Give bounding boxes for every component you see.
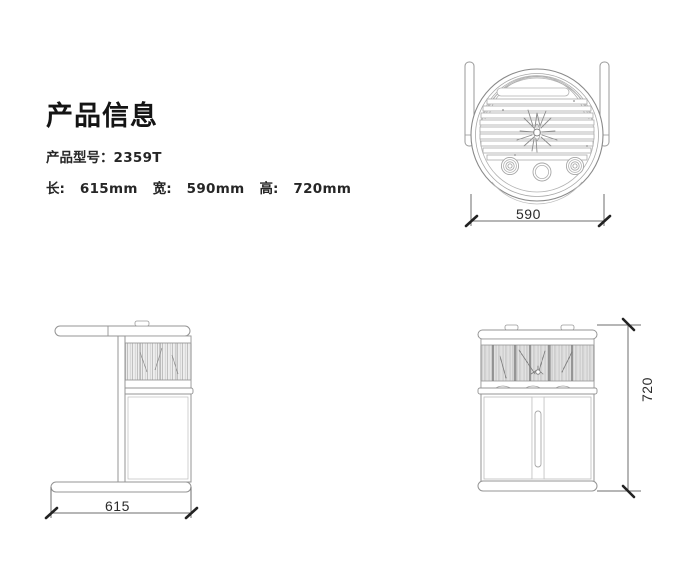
product-model-value: 2359T bbox=[113, 149, 162, 166]
top-view bbox=[464, 61, 610, 205]
page-title: 产品信息 bbox=[46, 101, 158, 132]
dimension-line-615 bbox=[44, 487, 199, 520]
dimension-line-720 bbox=[597, 317, 641, 499]
side-view-back-post bbox=[117, 335, 126, 483]
dimension-line-590 bbox=[464, 194, 612, 228]
center-star-motif bbox=[516, 109, 558, 153]
side-view-cabinet bbox=[124, 393, 192, 483]
length-label: 长: bbox=[46, 180, 65, 197]
dimension-label-720: 720 bbox=[639, 377, 655, 402]
top-view-center-port bbox=[532, 162, 552, 182]
front-view bbox=[477, 324, 598, 492]
dimension-label-590: 590 bbox=[516, 206, 541, 222]
height-label: 高: bbox=[259, 180, 279, 197]
length-value: 615mm bbox=[79, 180, 138, 197]
cabinet-door-right[interactable] bbox=[543, 396, 592, 480]
width-value: 590mm bbox=[186, 180, 245, 197]
product-model-label: 产品型号： bbox=[46, 149, 114, 166]
top-view-slats bbox=[479, 87, 595, 161]
height-value: 720mm bbox=[293, 180, 352, 197]
front-view-tank bbox=[480, 338, 595, 390]
product-model-line: 产品型号：2359T bbox=[46, 146, 366, 166]
width-label: 宽: bbox=[152, 180, 172, 197]
front-view-base bbox=[477, 480, 598, 492]
cabinet-door-left[interactable] bbox=[483, 396, 533, 480]
front-view-top-rail bbox=[477, 329, 598, 340]
top-view-left-knob bbox=[500, 156, 520, 176]
side-view-tank bbox=[122, 335, 194, 395]
product-info-block: 产品信息 产品型号：2359T 长: 615mm 宽: 590mm 高: 720mm bbox=[46, 100, 366, 208]
top-view-right-knob bbox=[565, 156, 585, 176]
product-dimensions-line: 长: 615mm 宽: 590mm 高: 720mm bbox=[46, 177, 366, 197]
side-view-top-panel bbox=[54, 325, 191, 337]
dimension-label-615: 615 bbox=[105, 498, 130, 514]
side-view bbox=[50, 320, 194, 493]
cabinet-handle[interactable] bbox=[534, 410, 542, 468]
top-view-rim-circle bbox=[475, 73, 599, 197]
side-view-base bbox=[50, 481, 192, 493]
